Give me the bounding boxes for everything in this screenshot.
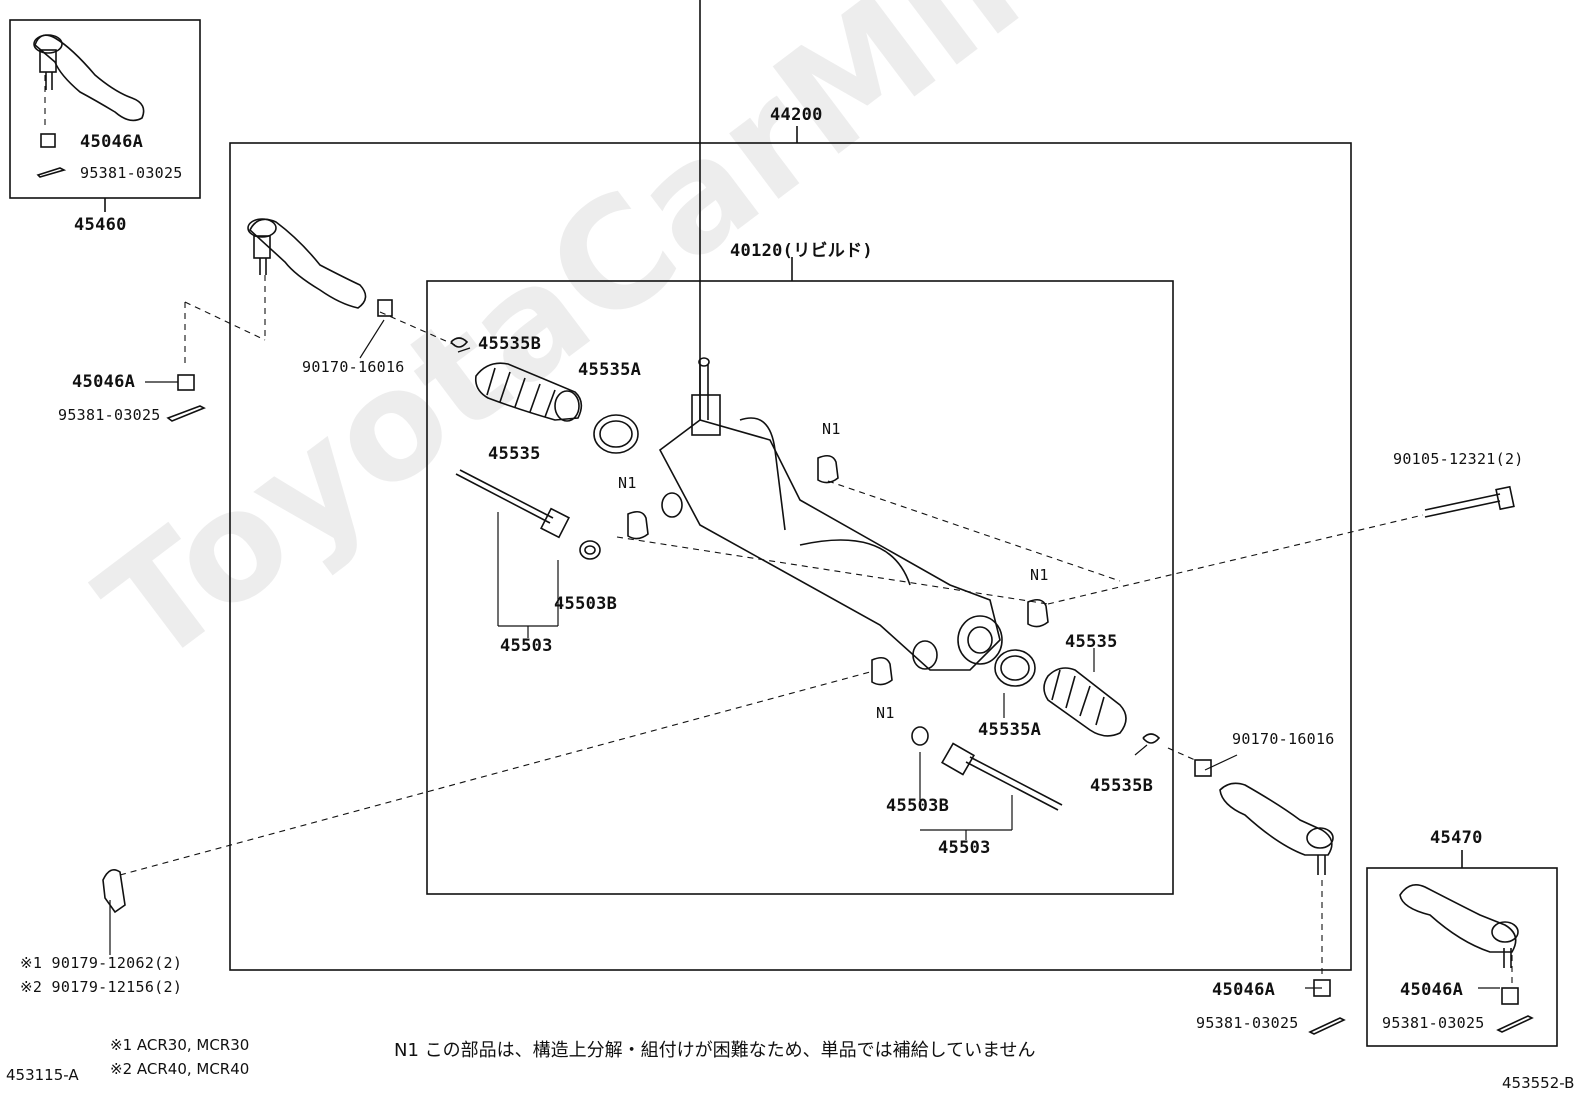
label-95381-boxed-right: 95381-03025 bbox=[1382, 1014, 1485, 1032]
label-45535-left: 45535 bbox=[488, 444, 541, 464]
tie-rod-end-right-icon bbox=[1194, 759, 1346, 1035]
rack-end-left-icon bbox=[455, 469, 601, 560]
label-45503b-right: 45503B bbox=[886, 796, 950, 816]
label-45046a-right: 45046A bbox=[1212, 980, 1276, 1000]
tie-rod-end-45470-icon bbox=[1399, 884, 1534, 1033]
bracket-bolt-icon bbox=[102, 869, 126, 914]
label-44200: 44200 bbox=[770, 105, 823, 125]
frame-40120 bbox=[426, 280, 1174, 895]
label-45470: 45470 bbox=[1430, 828, 1483, 848]
label-45535a-right: 45535A bbox=[978, 720, 1042, 740]
diagram-code-right: 453552-B bbox=[1502, 1074, 1575, 1092]
label-95381-left: 95381-03025 bbox=[58, 406, 161, 424]
boot-right-icon bbox=[994, 649, 1161, 744]
label-95381-right: 95381-03025 bbox=[1196, 1014, 1299, 1032]
label-45535b-left: 45535B bbox=[478, 334, 542, 354]
label-45503-left: 45503 bbox=[500, 636, 553, 656]
label-45535-right: 45535 bbox=[1065, 632, 1118, 652]
footnote-model-2: ※2 ACR40, MCR40 bbox=[110, 1060, 250, 1078]
diagram-code-left: 453115-A bbox=[6, 1066, 79, 1084]
label-95381-tl: 95381-03025 bbox=[80, 164, 183, 182]
footnote-n1: N1 この部品は、構造上分解・組付けが困難なため、単品では補給していません bbox=[394, 1040, 1036, 1061]
label-90170-right: 90170-16016 bbox=[1232, 730, 1335, 748]
label-90170-left: 90170-16016 bbox=[302, 358, 405, 376]
label-45503-right: 45503 bbox=[938, 838, 991, 858]
label-45046a-tl: 45046A bbox=[80, 132, 144, 152]
steering-gear-housing-icon bbox=[658, 0, 1003, 671]
label-n1-c: N1 bbox=[1030, 566, 1049, 584]
label-bolt-2: ※2 90179-12156(2) bbox=[20, 978, 183, 996]
label-n1-b: N1 bbox=[822, 420, 841, 438]
label-45535a-left: 45535A bbox=[578, 360, 642, 380]
label-45046a-boxed-right: 45046A bbox=[1400, 980, 1464, 1000]
tie-rod-end-left-icon bbox=[166, 218, 469, 422]
rack-end-right-icon bbox=[911, 726, 1063, 811]
tie-rod-end-45460-icon bbox=[33, 34, 145, 178]
footnote-model-1: ※1 ACR30, MCR30 bbox=[110, 1036, 250, 1054]
label-45460: 45460 bbox=[74, 215, 127, 235]
label-45535b-right: 45535B bbox=[1090, 776, 1154, 796]
frame-44200 bbox=[229, 142, 1352, 971]
label-n1-a: N1 bbox=[618, 474, 637, 492]
label-45503b-left: 45503B bbox=[554, 594, 618, 614]
label-bolt-1: ※1 90179-12062(2) bbox=[20, 954, 183, 972]
label-40120: 40120(リビルド) bbox=[730, 241, 873, 261]
label-45046a-left: 45046A bbox=[72, 372, 136, 392]
label-n1-d: N1 bbox=[876, 704, 895, 722]
bolt-90105-icon bbox=[1424, 485, 1515, 518]
label-90105: 90105-12321(2) bbox=[1393, 450, 1524, 468]
bushing-n1-icon bbox=[627, 454, 1049, 686]
boot-left-icon bbox=[474, 362, 639, 454]
